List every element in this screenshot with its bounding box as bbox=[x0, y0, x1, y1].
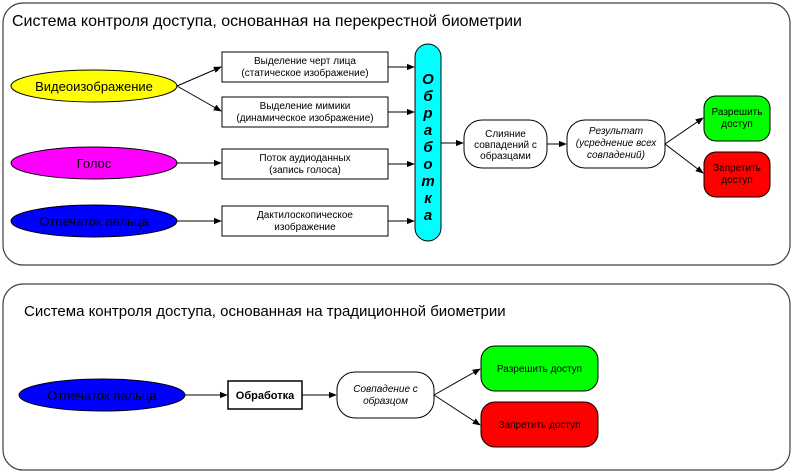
result-line3: совпадений) bbox=[587, 150, 645, 161]
result-connectors bbox=[664, 117, 704, 174]
voice-input-label: Голос bbox=[77, 156, 112, 171]
processing-block: О б р а б о т к а bbox=[414, 43, 442, 242]
result-line1: Результат bbox=[589, 126, 643, 137]
match-line2: образцом bbox=[363, 395, 408, 407]
bottom-allow-label: Разрешить доступ bbox=[497, 364, 582, 375]
deny-access-box: Запретить доступ bbox=[703, 151, 771, 198]
processing-letter: О bbox=[422, 71, 434, 88]
merge-line2: совпадений с bbox=[474, 140, 537, 151]
allow-line1: Разрешить bbox=[712, 107, 763, 118]
processing-letter: р bbox=[422, 105, 432, 122]
bottom-deny-label: Запретить доступ bbox=[498, 420, 580, 431]
processing-letter: о bbox=[423, 156, 432, 173]
fingerprint-input-label: Отпечаток пальца bbox=[39, 214, 149, 229]
processing-letter: а bbox=[424, 207, 432, 224]
mimic-features-line2: (динамическое изображение) bbox=[236, 112, 373, 124]
merge-line1: Слияние bbox=[485, 129, 526, 140]
bottom-allow-access-box: Разрешить доступ bbox=[480, 345, 599, 392]
match-connectors bbox=[433, 368, 481, 426]
allow-line2: доступ bbox=[721, 119, 753, 130]
bottom-fingerprint-input: Отпечаток пальца bbox=[18, 378, 186, 412]
processing-letter: к bbox=[424, 190, 433, 207]
face-features-line2: (статическое изображение) bbox=[241, 67, 368, 79]
processing-letter: а bbox=[424, 122, 432, 139]
bottom-processing-box: Обработка bbox=[227, 380, 303, 410]
match-line1: Совпадение с bbox=[353, 384, 418, 395]
feature-connectors bbox=[388, 63, 415, 225]
dactyloscopic-line1: Дактилоскопическое bbox=[257, 210, 353, 221]
audio-stream-line2: (запись голоса) bbox=[269, 165, 341, 176]
input-connectors bbox=[176, 66, 222, 225]
top-panel bbox=[2, 2, 791, 266]
bottom-processing-label: Обработка bbox=[236, 390, 295, 402]
top-panel-title: Система контроля доступа, основанная на … bbox=[12, 13, 522, 30]
bottom-deny-access-box: Запретить доступ bbox=[480, 401, 599, 448]
video-input-label: Видеоизображение bbox=[35, 79, 153, 94]
face-features-box: Выделение черт лица (статическое изображ… bbox=[221, 51, 389, 83]
mimic-features-line1: Выделение мимики bbox=[260, 101, 351, 112]
processing-letter: т bbox=[421, 173, 434, 190]
dactyloscopic-line2: изображение bbox=[274, 221, 336, 233]
deny-line2: доступ bbox=[721, 175, 753, 186]
match-box: Совпадение с образцом bbox=[336, 371, 435, 419]
bottom-panel-title: Система контроля доступа, основанная на … bbox=[24, 303, 506, 320]
allow-access-box: Разрешить доступ bbox=[703, 95, 771, 142]
face-features-line1: Выделение черт лица bbox=[254, 56, 356, 67]
deny-line1: Запретить bbox=[713, 163, 761, 174]
voice-input: Голос bbox=[10, 146, 178, 180]
bottom-fingerprint-label: Отпечаток пальца bbox=[47, 388, 157, 403]
audio-stream-box: Поток аудиоданных (запись голоса) bbox=[221, 148, 389, 180]
fingerprint-input: Отпечаток пальца bbox=[10, 204, 178, 238]
mimic-features-box: Выделение мимики (динамическое изображен… bbox=[221, 96, 389, 128]
audio-stream-line1: Поток аудиоданных bbox=[259, 153, 350, 164]
processing-letter: б bbox=[423, 139, 433, 156]
video-input: Видеоизображение bbox=[10, 69, 178, 103]
result-line2: (усреднение всех bbox=[576, 138, 657, 149]
processing-letter: б bbox=[423, 88, 433, 105]
result-box: Результат (усреднение всех совпадений) bbox=[566, 119, 666, 169]
dactyloscopic-box: Дактилоскопическое изображение bbox=[221, 205, 389, 237]
merge-box: Слияние совпадений с образцами bbox=[463, 119, 548, 169]
merge-line3: образцами bbox=[480, 150, 531, 162]
